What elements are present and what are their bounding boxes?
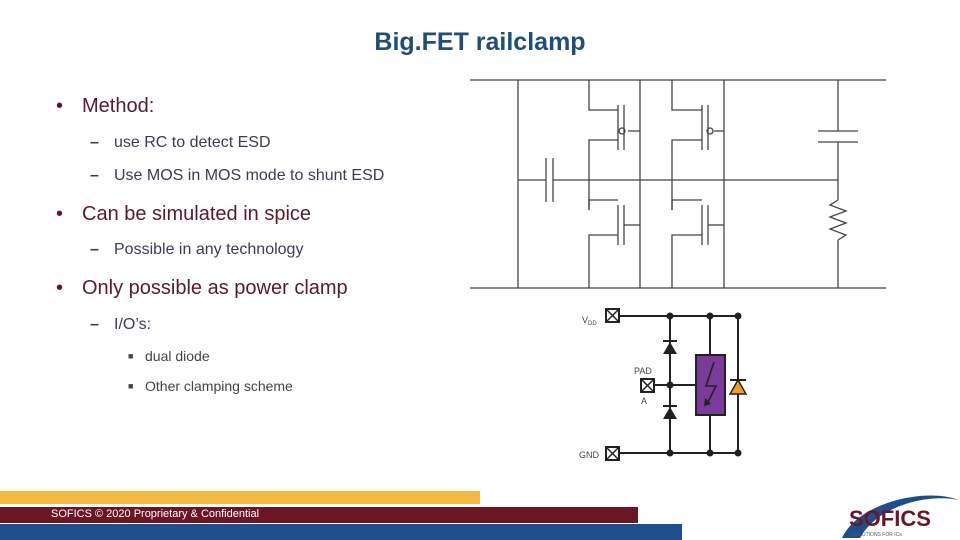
footer-bar-maroon xyxy=(0,507,638,523)
pad-label: PAD xyxy=(634,366,652,376)
gnd-label: GND xyxy=(579,450,600,460)
rc-resistor xyxy=(828,199,848,241)
dash-icon: – xyxy=(90,134,99,151)
io-clamp-diagram: VDD PAD A GND xyxy=(579,308,748,461)
bullet-method-label: Method: xyxy=(82,95,155,117)
bullet-dot-icon: • xyxy=(56,95,64,117)
railclamp-schematic xyxy=(470,79,886,289)
pmos-bubble-2 xyxy=(706,127,714,135)
lower-diode-icon xyxy=(663,407,677,419)
square-bullet-icon: ■ xyxy=(128,351,134,361)
dash-icon: – xyxy=(90,316,99,333)
power-clamp-block xyxy=(695,354,726,416)
sub-sub-bullet-dual-diode-label: dual diode xyxy=(145,348,210,364)
sub-bullet-rc: –use RC to detect ESD xyxy=(90,134,271,152)
logo-swoosh-icon xyxy=(842,495,958,538)
bullet-dot-icon: • xyxy=(56,203,64,225)
bullet-dot-icon: • xyxy=(56,277,64,299)
lightning-icon xyxy=(704,361,718,403)
logo-tagline: SOLUTIONS FOR ICs xyxy=(852,532,902,538)
sub-bullet-mos-label: Use MOS in MOS mode to shunt ESD xyxy=(114,167,385,184)
dash-icon: – xyxy=(90,167,99,184)
bullet-power-clamp: • Only possible as power clamp xyxy=(56,277,348,300)
sub-bullet-rc-label: use RC to detect ESD xyxy=(114,134,271,151)
bullet-method: • Method: xyxy=(56,95,154,118)
footer-bar-blue xyxy=(0,524,682,540)
sub-bullet-mos: –Use MOS in MOS mode to shunt ESD xyxy=(90,167,384,185)
clamp-diode-icon xyxy=(728,378,748,395)
bullet-spice-label: Can be simulated in spice xyxy=(82,203,312,225)
sofics-logo: SOFICS SOLUTIONS FOR ICs xyxy=(842,495,958,538)
footer-bar-orange xyxy=(0,491,480,504)
dash-icon: – xyxy=(90,241,99,258)
sub-bullet-technology-label: Possible in any technology xyxy=(114,241,304,258)
sub-sub-bullet-clamping: ■ Other clamping scheme xyxy=(128,378,293,394)
slide-title: Big.FET railclamp xyxy=(374,28,586,56)
footer-text: SOFICS © 2020 Proprietary & Confidential xyxy=(51,508,260,520)
square-bullet-icon: ■ xyxy=(128,381,134,391)
sub-bullet-io-label: I/O’s: xyxy=(114,316,152,333)
upper-diode-icon xyxy=(663,342,677,354)
bullet-spice: • Can be simulated in spice xyxy=(56,203,311,226)
sub-bullet-io: –I/O’s: xyxy=(90,316,151,334)
pmos-bubble-1 xyxy=(618,127,626,135)
pad-sub-label: A xyxy=(641,396,647,406)
sub-sub-bullet-clamping-label: Other clamping scheme xyxy=(145,378,293,394)
bullet-power-clamp-label: Only possible as power clamp xyxy=(82,277,348,299)
sub-sub-bullet-dual-diode: ■ dual diode xyxy=(128,348,210,364)
logo-wordmark: SOFICS xyxy=(849,506,931,531)
vdd-label: VDD xyxy=(582,315,597,327)
sub-bullet-technology: –Possible in any technology xyxy=(90,241,303,259)
